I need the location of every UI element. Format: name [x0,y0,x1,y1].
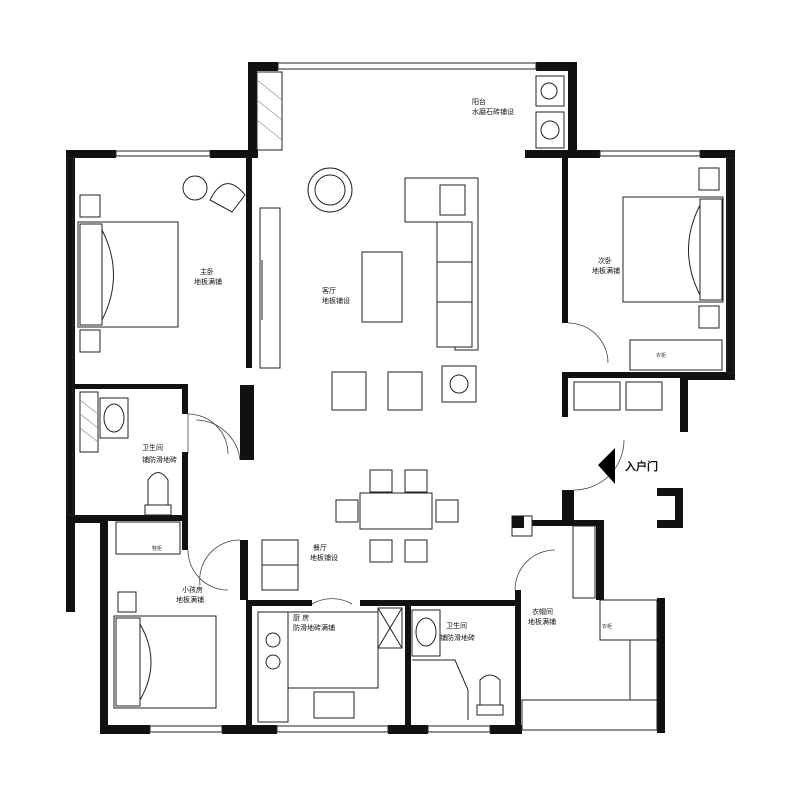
kids-floor: 地板满铺 [176,595,204,604]
wardrobe-label: 衣柜 [656,352,666,359]
dining-floor: 地板铺设 [310,553,338,562]
second-label: 次卧 [598,256,612,265]
dining-furniture [261,469,459,591]
dining-label: 餐厅 [313,543,327,552]
kitchen-label: 厨 房 [293,613,309,622]
master-floor: 地板满铺 [194,277,222,286]
living-floor: 地板铺设 [322,296,350,305]
master-label: 主卧 [200,267,214,276]
bath1-label: 卫生间 [142,443,163,452]
second-floor: 地板满铺 [592,266,620,275]
kitchen-floor: 防滑地砖满铺 [293,623,335,632]
wardrobe2-label: 衣柜 [602,623,612,630]
balcony-label: 阳台 [472,97,486,106]
bath1-floor: 铺防滑地砖 [142,455,177,464]
balcony [218,71,565,158]
bath2-label: 卫生间 [446,621,467,630]
shoe-cabinet-label: 鞋柜 [152,545,162,552]
bath2-floor: 铺防滑地砖 [440,633,475,642]
windows [66,62,734,733]
cloak-floor: 地板满铺 [528,617,556,626]
kitchen-fixtures [257,607,403,723]
bathroom-1-fixtures [79,391,172,516]
cloakroom-fixtures [572,525,658,701]
living-room-furniture [307,167,479,411]
kids-label: 小孩房 [182,585,203,594]
kids-room-furniture [113,521,217,709]
entrance-arrow-icon [598,448,615,484]
entrance-cabinets [511,381,663,537]
room-labels: 阳台 水磨石砖铺设 主卧 地板满铺 客厅 地板铺设 次卧 地板满铺 卫生间 铺防… [142,97,666,642]
outer-walls [66,62,735,734]
interior-walls [75,158,682,728]
master-bedroom-furniture [77,175,281,369]
balcony-floor: 水磨石砖铺设 [472,107,514,116]
cloak-label: 衣帽间 [532,607,553,616]
living-label: 客厅 [322,286,336,295]
second-bedroom-furniture [622,167,724,371]
bathroom-2-fixtures [411,609,504,720]
entrance-label: 入户门 [625,459,658,473]
